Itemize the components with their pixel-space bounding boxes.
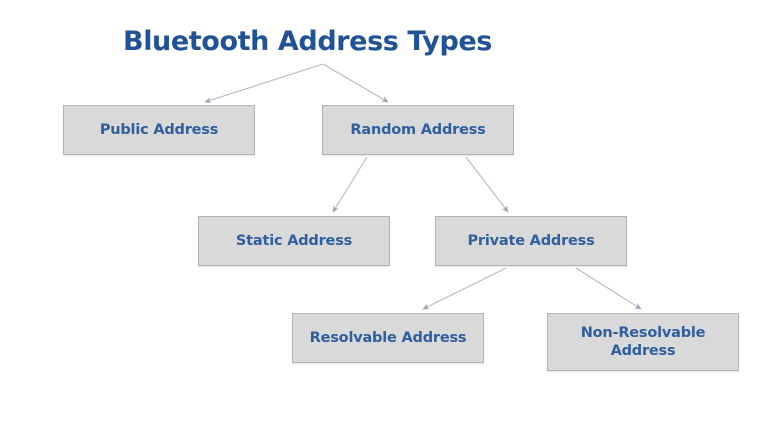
node-resolvable-address[interactable]: Resolvable Address	[292, 313, 484, 363]
node-private-address[interactable]: Private Address	[435, 216, 627, 266]
node-label: Random Address	[350, 121, 486, 138]
node-label: Private Address	[467, 232, 595, 249]
edge-private-to-resolvable	[422, 267, 507, 310]
node-label: Resolvable Address	[309, 329, 467, 346]
edge-title-to-public	[204, 63, 324, 104]
node-non-resolvable-address[interactable]: Non-Resolvable Address	[547, 313, 739, 371]
edge-random-to-static	[332, 156, 368, 213]
edge-random-to-private	[465, 156, 509, 213]
edge-title-to-random	[322, 63, 389, 103]
node-public-address[interactable]: Public Address	[63, 105, 255, 155]
node-random-address[interactable]: Random Address	[322, 105, 514, 155]
node-label: Public Address	[99, 121, 219, 138]
edge-private-to-non-resolvable	[575, 267, 642, 310]
page-title: Bluetooth Address Types	[123, 26, 492, 57]
node-label: Non-Resolvable Address	[580, 324, 706, 359]
node-static-address[interactable]: Static Address	[198, 216, 390, 266]
node-label: Static Address	[235, 232, 353, 249]
